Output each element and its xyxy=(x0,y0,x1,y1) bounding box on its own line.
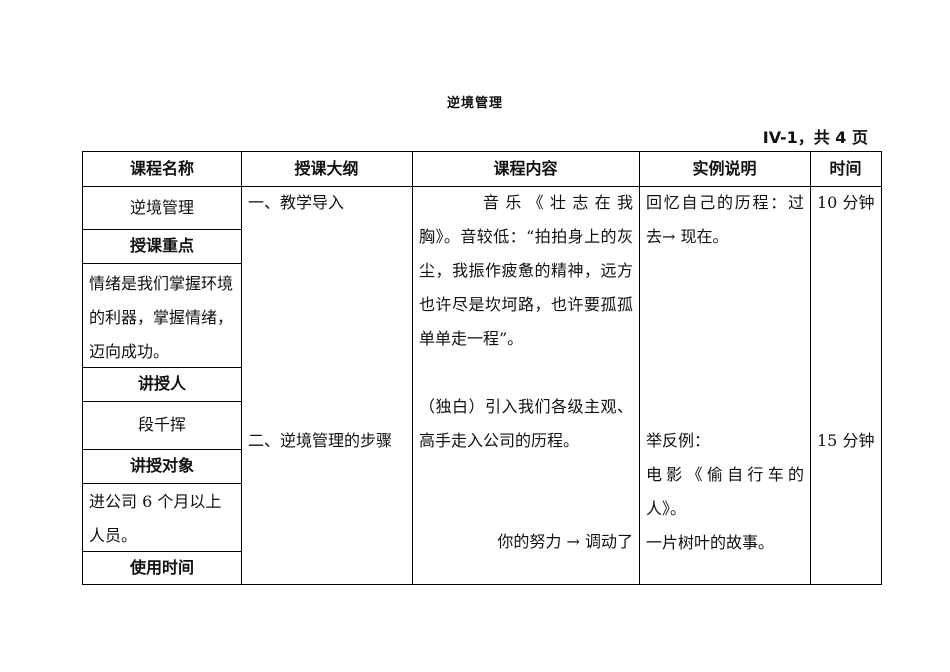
lecturer-name: 段千挥 xyxy=(137,415,186,434)
row-divider xyxy=(83,483,241,484)
duration-label: 使用时间 xyxy=(129,558,194,577)
audience-text: 进公司 6 个月以上人员。 xyxy=(89,492,222,545)
focus-text: 情绪是我们掌握环境的利器，掌握情绪，迈向成功。 xyxy=(89,274,234,361)
header-example: 实例说明 xyxy=(692,159,757,178)
lecturer-label: 讲授人 xyxy=(137,374,186,393)
column-divider xyxy=(639,152,640,584)
header-divider xyxy=(83,186,881,187)
column-divider xyxy=(241,152,242,584)
focus-label: 授课重点 xyxy=(129,236,194,255)
content-effort: 你的努力 → 调动了 xyxy=(497,532,633,551)
column-divider xyxy=(810,152,811,584)
course-name: 逆境管理 xyxy=(129,198,194,217)
time-steps: 15 分钟 xyxy=(817,431,875,450)
column-divider xyxy=(412,152,413,584)
time-intro: 10 分钟 xyxy=(817,193,875,212)
content-music: 音乐《壮志在我胸》。音较低：“拍拍身上的灰尘，我振作疲惫的精神，远方也许尽是坎坷… xyxy=(419,193,633,348)
example-movie: 电影《偷自行车的人》。 xyxy=(646,465,804,518)
row-divider xyxy=(83,401,241,402)
outline-intro: 一、教学导入 xyxy=(248,193,345,212)
header-course-name: 课程名称 xyxy=(129,159,194,178)
row-divider xyxy=(83,263,241,264)
row-divider xyxy=(83,551,241,552)
row-divider xyxy=(83,229,241,230)
outline-steps: 二、逆境管理的步骤 xyxy=(248,431,393,450)
header-time: 时间 xyxy=(829,159,862,178)
document-title: 逆境管理 xyxy=(446,96,503,111)
example-recall: 回忆自己的历程：过去→ 现在。 xyxy=(646,193,804,246)
row-divider xyxy=(83,367,241,368)
row-divider xyxy=(83,449,241,450)
page-info: IV-1，共 4 页 xyxy=(762,128,868,147)
course-table: 课程名称 授课大纲 课程内容 实例说明 时间 逆境管理 授课重点 情绪是我们掌握… xyxy=(82,151,882,585)
content-monologue: （独白）引入我们各级主观、高手走入公司的历程。 xyxy=(419,397,633,450)
example-leaf-story: 一片树叶的故事。 xyxy=(646,533,775,552)
example-counter: 举反例： xyxy=(646,431,711,450)
header-content: 课程内容 xyxy=(493,159,558,178)
header-outline: 授课大纲 xyxy=(294,159,359,178)
audience-label: 讲授对象 xyxy=(129,456,194,475)
